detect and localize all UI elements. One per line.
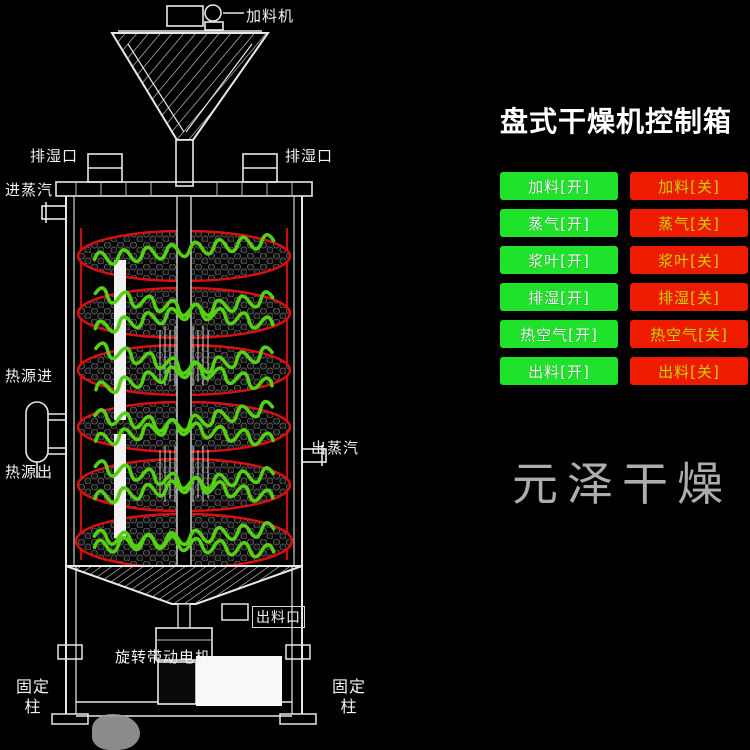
dryer-schematic bbox=[25, 4, 327, 725]
button-feed-off[interactable]: 加料[关] bbox=[630, 172, 748, 200]
label-steam-out: 出蒸汽 bbox=[311, 439, 360, 457]
control-panel: 盘式干燥机控制箱 加料[开] 蒸气[开] 浆叶[开] 排湿[开] 热空气[开] … bbox=[500, 100, 750, 385]
steam-outlet-pipe bbox=[301, 445, 327, 466]
button-steam-off[interactable]: 蒸气[关] bbox=[630, 209, 748, 237]
button-grid: 加料[开] 蒸气[开] 浆叶[开] 排湿[开] 热空气[开] 出料[开] 加料[… bbox=[500, 172, 750, 385]
label-exhaust-right: 排湿口 bbox=[285, 147, 334, 165]
off-button-column: 加料[关] 蒸气[关] 浆叶[关] 排湿[关] 热空气[关] 出料[关] bbox=[630, 172, 748, 385]
on-button-column: 加料[开] 蒸气[开] 浆叶[开] 排湿[开] 热空气[开] 出料[开] bbox=[500, 172, 618, 385]
label-fixed-column-right: 固定柱 bbox=[331, 677, 366, 716]
button-discharge-off[interactable]: 出料[关] bbox=[630, 357, 748, 385]
heat-source-vessel bbox=[25, 401, 66, 478]
button-paddle-on[interactable]: 浆叶[开] bbox=[500, 246, 618, 274]
label-fixed-column-left: 固定柱 bbox=[15, 677, 50, 716]
label-heat-source-in: 热源进 bbox=[5, 367, 54, 385]
motor-assembly bbox=[155, 603, 282, 706]
label-steam-in: 进蒸汽 bbox=[5, 181, 54, 199]
feeder-assembly bbox=[118, 4, 262, 32]
label-discharge: 出料口 bbox=[252, 606, 305, 628]
label-exhaust-left: 排湿口 bbox=[30, 147, 79, 165]
label-motor: 旋转带动电机 bbox=[115, 648, 212, 666]
button-feed-on[interactable]: 加料[开] bbox=[500, 172, 618, 200]
button-hot-air-off[interactable]: 热空气[关] bbox=[630, 320, 748, 348]
watermark-fragment bbox=[92, 714, 140, 750]
hopper-funnel bbox=[110, 32, 270, 187]
discharge-chute bbox=[221, 603, 249, 621]
button-paddle-off[interactable]: 浆叶[关] bbox=[630, 246, 748, 274]
steam-inlet-pipe bbox=[41, 202, 67, 223]
label-feeder: 加料机 bbox=[246, 7, 295, 25]
button-hot-air-on[interactable]: 热空气[开] bbox=[500, 320, 618, 348]
button-discharge-on[interactable]: 出料[开] bbox=[500, 357, 618, 385]
button-dehumidify-on[interactable]: 排湿[开] bbox=[500, 283, 618, 311]
label-heat-source-out: 热源出 bbox=[5, 463, 54, 481]
watermark: 元泽干燥 bbox=[512, 457, 732, 511]
button-dehumidify-off[interactable]: 排湿[关] bbox=[630, 283, 748, 311]
panel-title: 盘式干燥机控制箱 bbox=[500, 105, 733, 138]
button-steam-on[interactable]: 蒸气[开] bbox=[500, 209, 618, 237]
bottom-cone bbox=[65, 565, 303, 605]
